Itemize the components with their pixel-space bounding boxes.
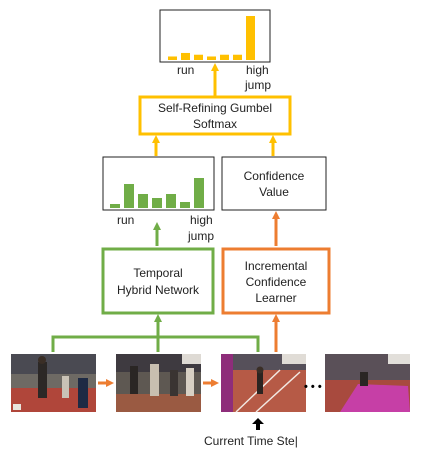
output-bar-6 — [233, 54, 242, 60]
temporal-hybrid-network-box — [101, 247, 215, 315]
intermediate-bar-7 — [194, 178, 204, 208]
intermediate-bar-4 — [152, 198, 162, 208]
ellipsis: • • • — [304, 381, 322, 393]
intermediate-bar-chart — [110, 178, 204, 208]
current-time-step-up-arrow-icon — [252, 418, 264, 430]
output-bar-chart — [168, 16, 255, 60]
video-frame-3-current — [221, 354, 306, 413]
thn-label-line1: Temporal — [133, 266, 182, 280]
output-bar-2 — [181, 52, 190, 60]
intermediate-run-label: run — [117, 213, 134, 227]
current-time-step-label: Current Time Ste| — [204, 434, 298, 448]
output-bar-7 — [246, 16, 255, 60]
output-bar-4 — [207, 56, 216, 60]
output-bar-1 — [168, 56, 177, 60]
intermediate-bar-1 — [110, 204, 120, 208]
confidence-value-box — [221, 156, 327, 211]
icl-label-line1: Incremental — [245, 259, 308, 273]
intermediate-bar-3 — [138, 194, 148, 208]
thn-label-line2: Hybrid Network — [117, 283, 200, 297]
output-jump-label: jump — [244, 78, 271, 92]
softmax-box — [138, 95, 292, 136]
intermediate-high-label: high — [190, 213, 213, 227]
output-bar-5 — [220, 54, 229, 60]
green-frame-connector — [51, 335, 260, 352]
output-bar-3 — [194, 54, 203, 60]
intermediate-bar-2 — [124, 184, 134, 208]
video-frame-1 — [11, 354, 96, 412]
output-run-label: run — [177, 63, 194, 77]
intermediate-bar-6 — [180, 202, 190, 208]
video-frame-2 — [116, 354, 201, 412]
intermediate-bar-5 — [166, 194, 176, 208]
incremental-confidence-learner-box — [221, 247, 331, 315]
softmax-label-line1: Self-Refining Gumbel — [158, 101, 272, 115]
icl-label-line2: Confidence — [246, 275, 307, 289]
icl-label-line3: Learner — [255, 291, 296, 305]
intermediate-jump-label: jump — [187, 229, 214, 243]
confidence-label-line2: Value — [259, 185, 289, 199]
confidence-label-line1: Confidence — [244, 169, 305, 183]
output-high-label: high — [246, 63, 269, 77]
softmax-label-line2: Softmax — [193, 117, 237, 131]
video-frame-4 — [325, 354, 410, 412]
